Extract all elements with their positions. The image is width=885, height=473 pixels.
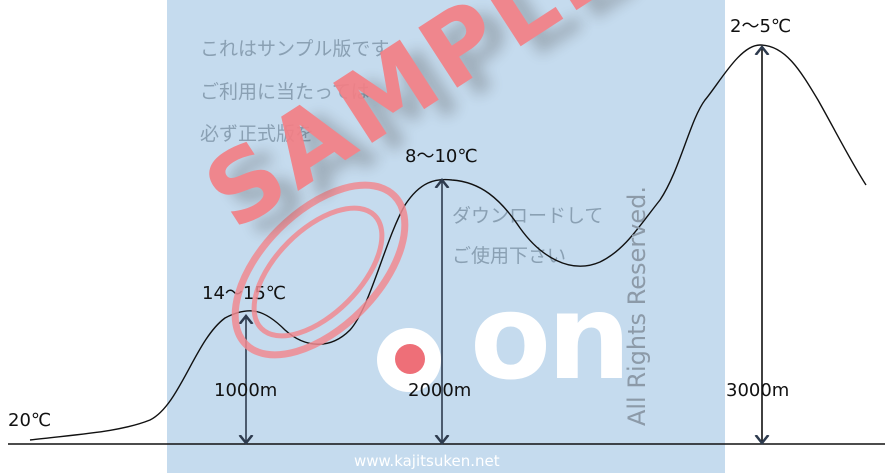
logo-dot-accent-icon <box>395 344 425 374</box>
altitude-3000m-label: 3000m <box>726 380 790 401</box>
mountain-profile-line <box>29 44 867 441</box>
logo-text: on <box>470 268 631 406</box>
temp-2000m-label: 8～10℃ <box>405 146 478 167</box>
altitude-2000m-label: 2000m <box>408 380 472 401</box>
altitude-1000m-label: 1000m <box>214 380 278 401</box>
watermark-download-line1: ダウンロードして <box>452 205 604 227</box>
watermark-note-line3: 必ず正式版を <box>200 123 315 145</box>
temp-3000m-label: 2～5℃ <box>730 16 792 37</box>
temp-1000m-label: 14～15℃ <box>202 283 287 304</box>
watermark-note-line2: ご利用に当たっては <box>200 81 370 103</box>
watermark-note-line1: これはサンプル版です <box>200 38 390 60</box>
watermark-download-line2: ご使用下さい <box>452 245 567 267</box>
rights-watermark: All Rights Reserved. <box>623 185 651 427</box>
watermark-url: www.kajitsuken.net <box>354 452 500 470</box>
temp-base-label: 20℃ <box>8 410 52 431</box>
